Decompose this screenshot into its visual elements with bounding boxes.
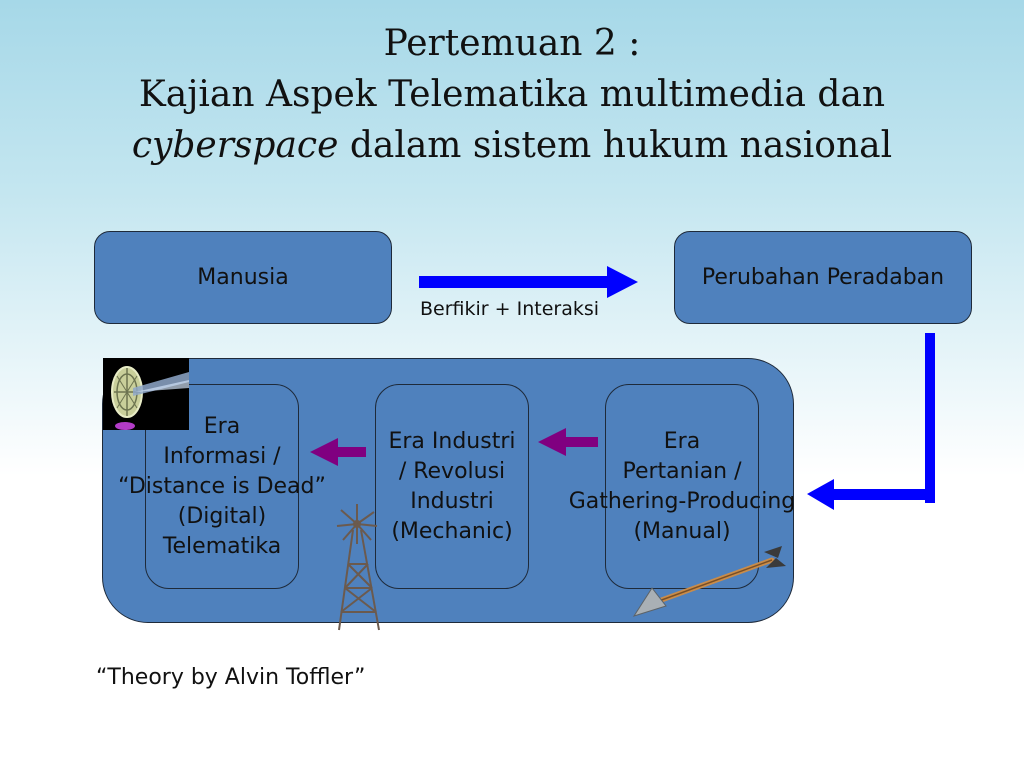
title-line-2: Kajian Aspek Telematika multimedia dan xyxy=(138,74,886,115)
windmill-icon xyxy=(336,504,380,631)
era-industri-line-2: / Revolusi xyxy=(398,459,506,484)
perubahan-peradaban-label: Perubahan Peradaban xyxy=(701,265,945,290)
era-industri-line-1: Era Industri xyxy=(388,429,516,454)
era-pertanian-box xyxy=(605,384,759,589)
era-industri-line-4: (Mechanic) xyxy=(391,519,513,544)
title-cyberspace: cyberspace xyxy=(131,125,339,166)
satellite-dish-icon xyxy=(103,358,189,430)
era-industri-text: Era Industri / Revolusi Industri (Mechan… xyxy=(362,427,542,547)
title-line-1: Pertemuan 2 : xyxy=(383,23,641,64)
era-informasi-line-5: Telematika xyxy=(162,534,282,559)
era-industri-box xyxy=(375,384,529,589)
slide-title: Pertemuan 2 : Kajian Aspek Telematika mu… xyxy=(0,18,1024,171)
era-pertanian-text: Era Pertanian / Gathering-Producing (Man… xyxy=(542,427,822,547)
era-pertanian-line-2: Pertanian / xyxy=(622,459,742,484)
title-line-3: cyberspace dalam sistem hukum nasional xyxy=(0,120,1024,171)
era-informasi-line-4: (Digital) xyxy=(177,504,267,529)
era-industri-line-3: Industri xyxy=(410,489,494,514)
era-arrow-pertanian-to-industri xyxy=(538,428,598,456)
era-informasi-line-3: “Distance is Dead” xyxy=(118,474,326,499)
era-informasi-line-2: Informasi / xyxy=(163,444,281,469)
arrow-spear-icon xyxy=(632,546,786,617)
era-informasi-text: Era Informasi / “Distance is Dead” (Digi… xyxy=(92,412,352,562)
title-line-3-rest: dalam sistem hukum nasional xyxy=(338,125,893,166)
main-arrow-elbow xyxy=(807,333,935,510)
manusia-box: Manusia xyxy=(94,231,392,324)
era-informasi-line-1: Era xyxy=(203,414,241,439)
era-pertanian-line-4: (Manual) xyxy=(633,519,731,544)
manusia-label: Manusia xyxy=(197,265,289,290)
era-pertanian-line-1: Era xyxy=(663,429,701,454)
main-arrow-right xyxy=(419,266,638,298)
footer-citation: “Theory by Alvin Toffler” xyxy=(96,665,366,690)
perubahan-peradaban-box: Perubahan Peradaban xyxy=(674,231,972,324)
era-pertanian-line-3: Gathering-Producing xyxy=(568,489,796,514)
arrow-label: Berfikir + Interaksi xyxy=(420,298,600,320)
era-arrow-industri-to-informasi xyxy=(310,438,366,466)
